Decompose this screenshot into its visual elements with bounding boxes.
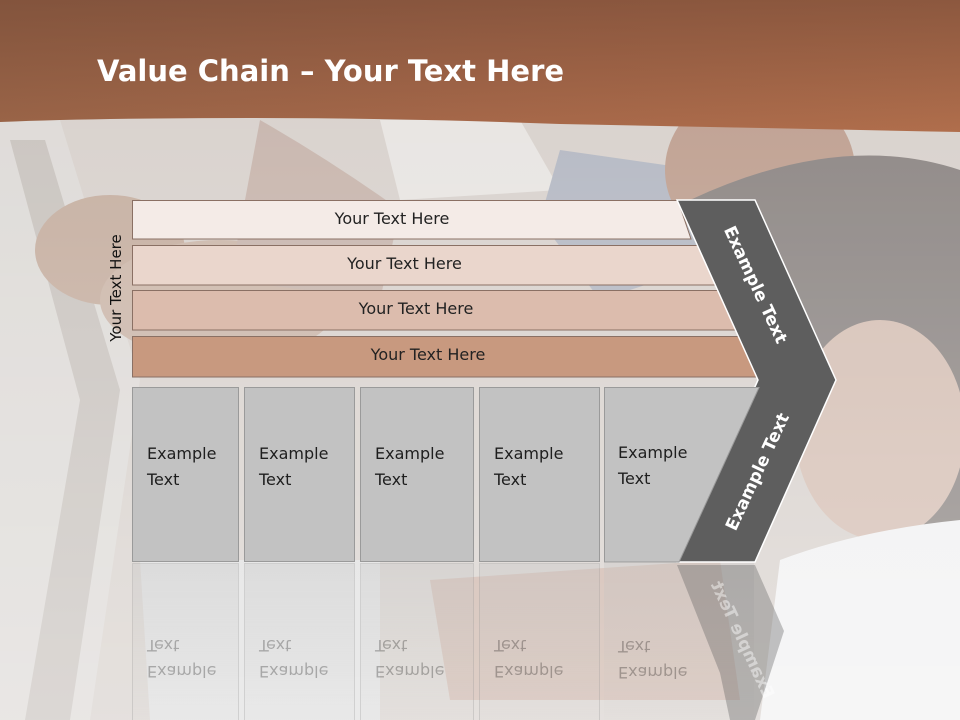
row-label: Your Text Here bbox=[370, 345, 486, 364]
page-title: Value Chain – Your Text Here bbox=[97, 54, 564, 88]
chevron-reflection bbox=[677, 565, 784, 720]
chevron-arrow bbox=[675, 199, 837, 563]
side-label: Your Text Here bbox=[107, 234, 125, 342]
value-row-4: Your Text Here bbox=[132, 336, 764, 378]
example-box-5-shape bbox=[604, 387, 760, 563]
value-row-2: Your Text Here bbox=[132, 245, 717, 286]
row-shape bbox=[132, 200, 692, 240]
row-label: Your Text Here bbox=[347, 254, 462, 273]
row-label: Your Text Here bbox=[358, 299, 474, 318]
value-row-1: Your Text Here bbox=[132, 200, 692, 240]
title-rest: – Your Text Here bbox=[289, 54, 565, 88]
value-row-3: Your Text Here bbox=[132, 290, 740, 331]
row-label: Your Text Here bbox=[334, 209, 450, 228]
title-bold: Value Chain bbox=[97, 54, 290, 88]
